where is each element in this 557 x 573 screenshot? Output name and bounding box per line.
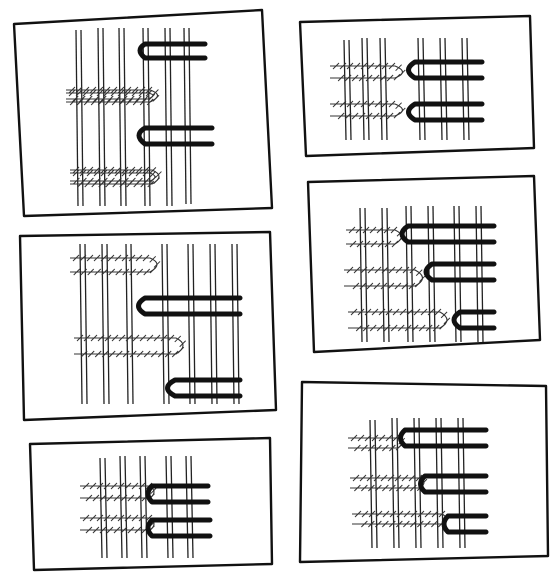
weft-hatch-mark xyxy=(415,281,421,287)
weft-hatch-mark xyxy=(440,323,446,329)
weft-hatch-mark xyxy=(178,347,184,353)
panel-4 xyxy=(308,176,540,352)
panel-6 xyxy=(300,382,548,562)
light-weft-loops xyxy=(66,87,161,187)
weft-hatch-mark xyxy=(153,95,159,101)
panel-3 xyxy=(20,232,276,420)
weft-hatch-mark xyxy=(150,267,156,273)
dark-weft-loops xyxy=(148,486,210,536)
weft-hatch-mark xyxy=(149,94,155,100)
weft-hatch-mark xyxy=(394,112,400,118)
warp-threads xyxy=(344,38,469,140)
weft-hatch-mark xyxy=(396,103,402,109)
weft-hatch-mark xyxy=(394,74,400,80)
dark-weft-loops xyxy=(401,430,487,532)
panel-5 xyxy=(30,438,272,570)
panel-1 xyxy=(14,10,272,216)
weft-hatch-mark xyxy=(396,65,402,71)
warp-threads xyxy=(100,456,193,558)
panel-2 xyxy=(300,16,534,156)
